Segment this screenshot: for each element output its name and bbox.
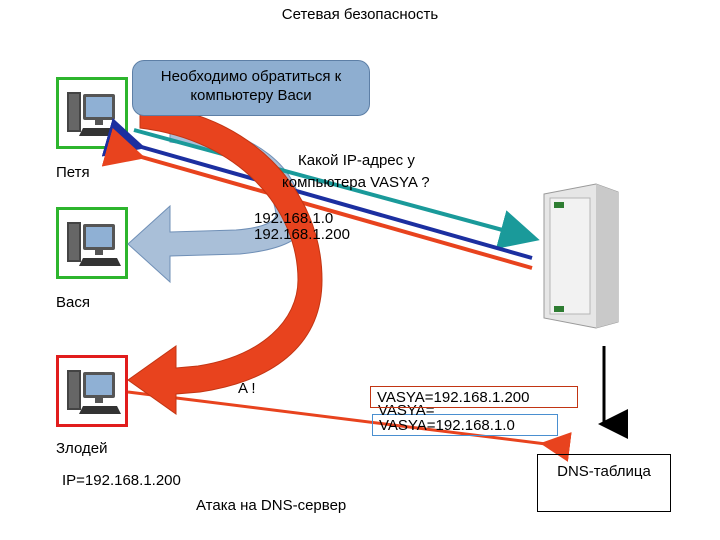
dns-entry-true: VASYA=192.168.1.200 [370, 386, 578, 408]
villain-label: Злодей [56, 440, 108, 457]
villain-ip-label: IP=192.168.1.200 [62, 472, 181, 489]
dns-table-label: DNS-таблица [537, 454, 671, 512]
fake-reply-fragment: A ! [238, 380, 256, 397]
petya-label: Петя [56, 164, 90, 181]
dns-question-line-1: Какой IP-адрес у [298, 152, 415, 169]
navy-response-arrow [101, 118, 533, 260]
callout-line-1: Необходимо обратиться к [160, 68, 342, 85]
fake-ip-reply: 192.168.1.0 [254, 210, 334, 227]
vasya-computer-icon [56, 207, 128, 279]
dns-entry-fake: VASYA=192.168.1.0 [372, 414, 558, 436]
red-fake-arrow [101, 128, 533, 270]
villain-computer-icon [56, 355, 128, 427]
dns-entry-mid: VASYA= [378, 402, 435, 419]
big-red-arrow [127, 103, 323, 415]
petya-thought-callout: Необходимо обратиться к компьютеру Васи [132, 60, 370, 116]
vasya-label: Вася [56, 294, 90, 311]
dns-question-line-2: компьютера VASYA ? [282, 174, 430, 191]
page-title: Сетевая безопасность [281, 6, 439, 23]
teal-request-arrow [133, 128, 540, 249]
attack-caption: Атака на DNS-сервер [196, 497, 347, 514]
dns-server-icon [540, 180, 622, 330]
callout-line-2: компьютеру Васи [190, 87, 312, 104]
true-ip-reply: 192.168.1.200 [254, 226, 350, 243]
